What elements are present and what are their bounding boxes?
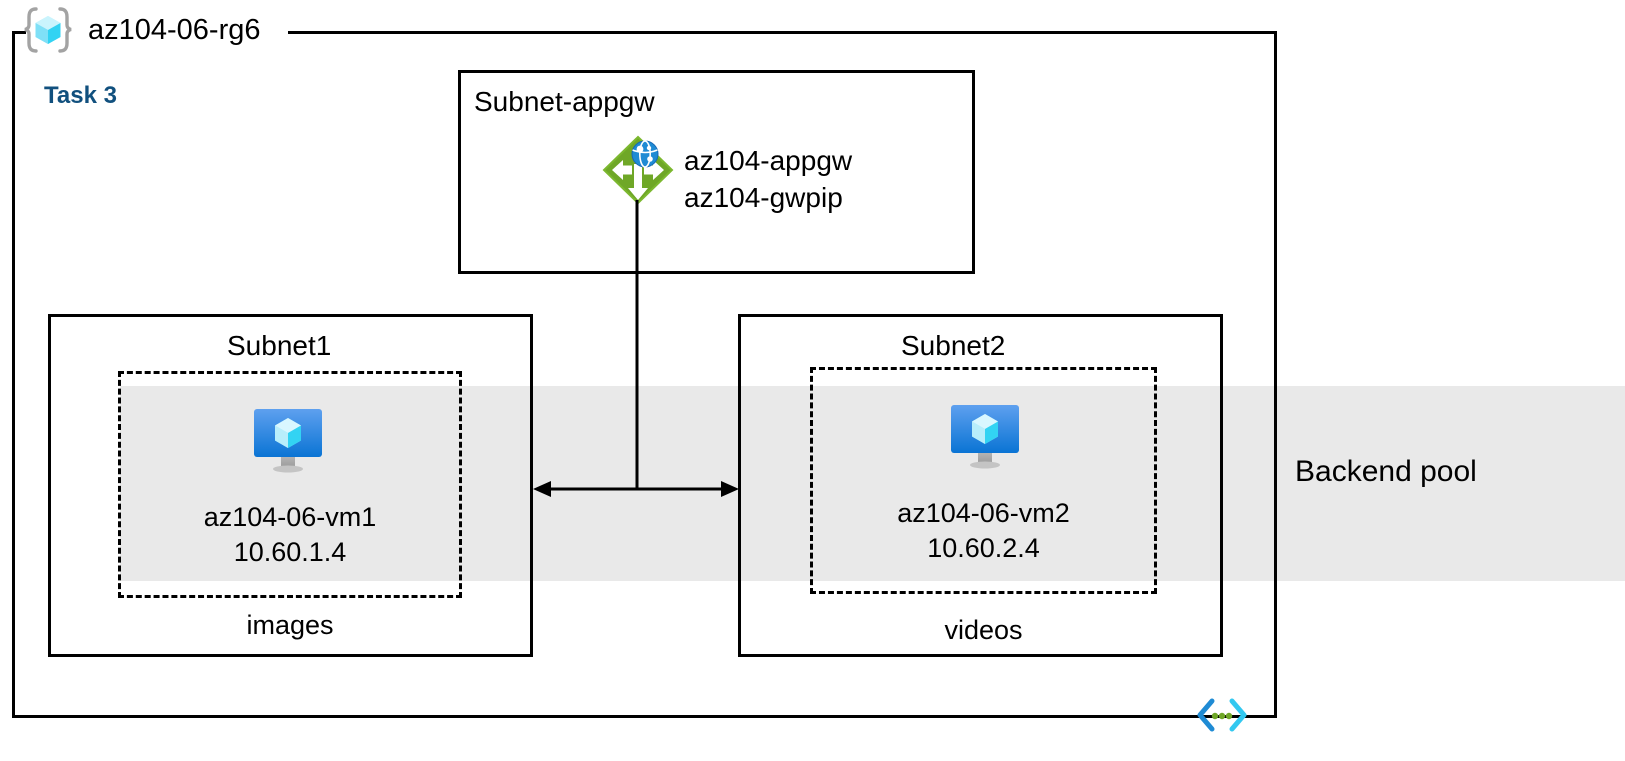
task-label: Task 3 xyxy=(44,82,117,109)
application-gateway-icon xyxy=(600,134,676,206)
resource-group-name: az104-06-rg6 xyxy=(88,14,261,46)
appgw-resource-name: az104-appgw xyxy=(684,145,853,176)
backend-pool-label: Backend pool xyxy=(1295,455,1477,488)
vm1-ip-address: 10.60.1.4 xyxy=(233,537,347,567)
subnet2-title: Subnet2 xyxy=(901,330,1006,361)
appgw-public-ip-name: az104-gwpip xyxy=(684,182,843,213)
subnet1-title: Subnet1 xyxy=(227,330,332,361)
vm1-name: az104-06-vm1 xyxy=(203,502,377,532)
subnet-appgw-box xyxy=(458,70,975,274)
vm2-ip-address: 10.60.2.4 xyxy=(927,533,1040,563)
subnet1-tier-label: images xyxy=(246,610,334,640)
backend-pool-band xyxy=(120,386,1625,581)
resource-group-cube-icon xyxy=(22,6,74,54)
virtual-machine-icon xyxy=(250,405,326,477)
subnet2-tier-label: videos xyxy=(944,615,1023,645)
subnet1-vm-group xyxy=(118,371,462,598)
subnet1-box xyxy=(48,314,533,657)
subnet2-box xyxy=(738,314,1223,657)
vm2-name: az104-06-vm2 xyxy=(897,498,1070,528)
subnet-appgw-title: Subnet-appgw xyxy=(474,86,655,117)
resource-group-title-mask xyxy=(26,18,288,46)
virtual-machine-icon xyxy=(947,401,1023,473)
resource-group-boundary xyxy=(12,31,1277,718)
code-brackets-icon xyxy=(1196,697,1248,733)
subnet2-vm-group xyxy=(810,367,1157,594)
